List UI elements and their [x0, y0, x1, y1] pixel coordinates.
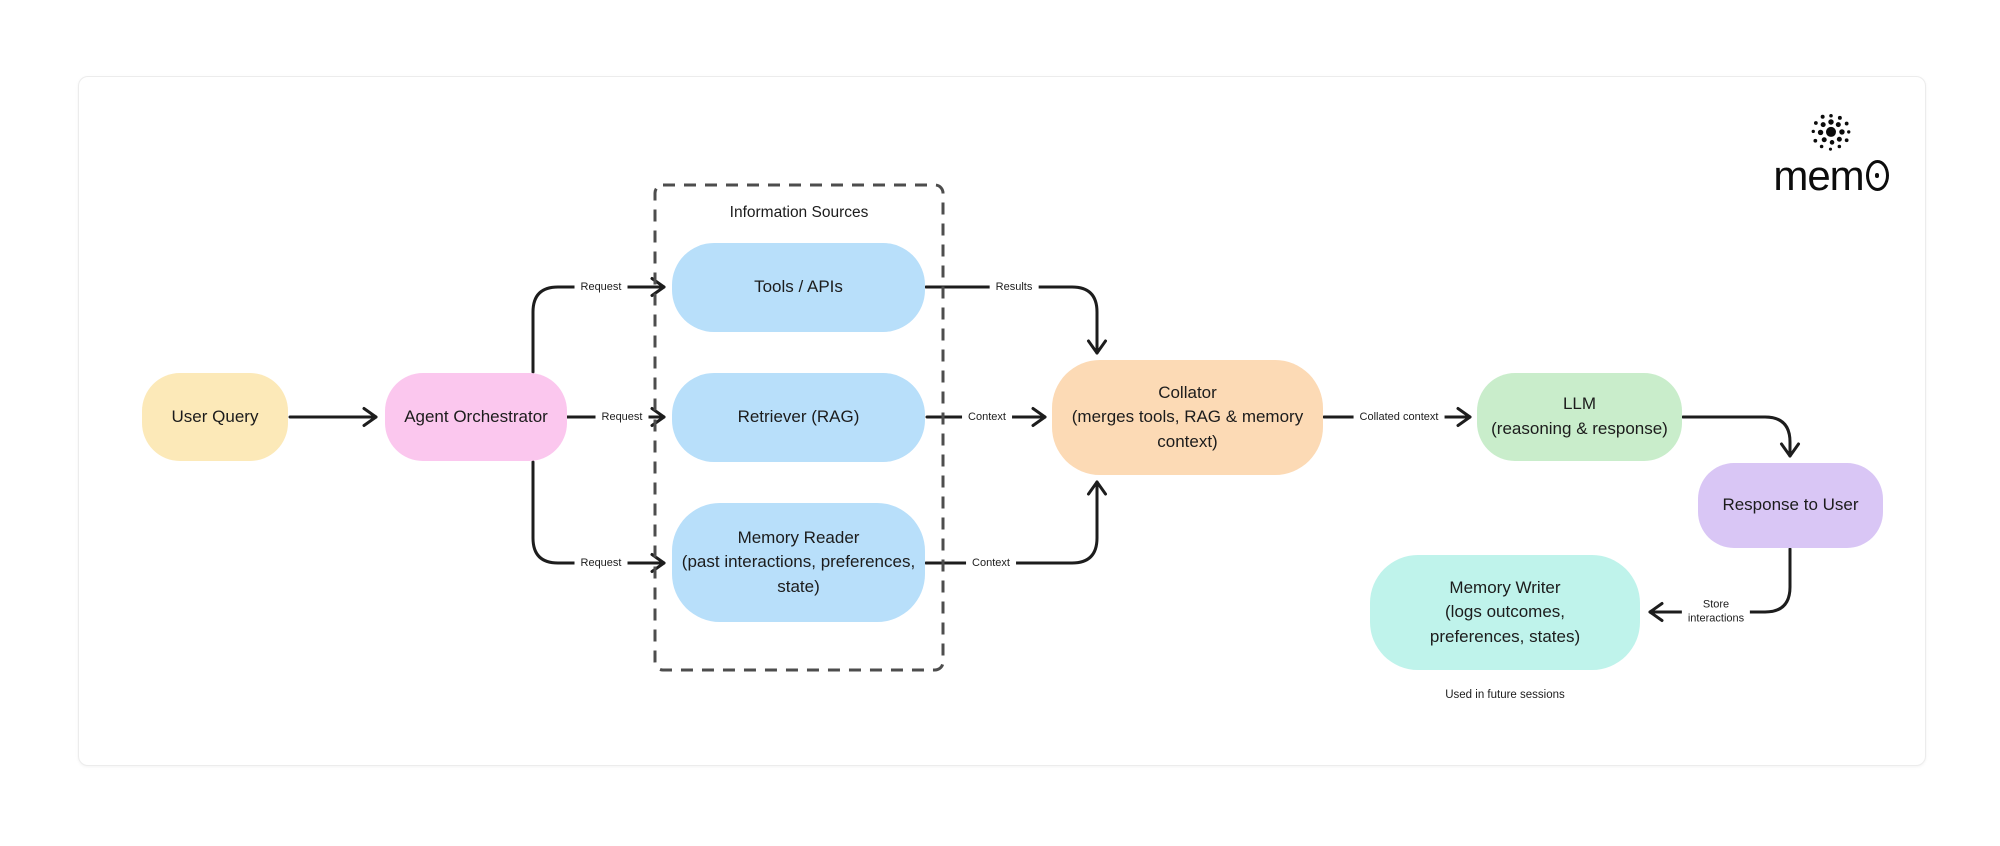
- node-memory-reader-line1: Memory Reader: [737, 527, 860, 547]
- node-retriever-label: Retriever (RAG): [737, 407, 860, 427]
- edge-label-results: Results: [989, 278, 1039, 296]
- note-used-in-future-sessions: Used in future sessions: [1445, 689, 1565, 701]
- node-collator: Collator (merges tools, RAG & memory con…: [1052, 360, 1323, 475]
- node-collator-line1: Collator: [1158, 382, 1217, 402]
- node-collator-line3: context): [1157, 431, 1218, 451]
- edge-label-store-interactions-line1: Store: [1702, 598, 1730, 611]
- node-llm: LLM (reasoning & response): [1477, 373, 1682, 461]
- edge-label-request-bottom: Request: [574, 554, 628, 572]
- information-sources-group-title: Information Sources: [729, 204, 869, 221]
- node-retriever-rag: Retriever (RAG): [672, 373, 925, 462]
- edge-label-context-bottom: Context: [966, 554, 1016, 572]
- node-response-to-user-label: Response to User: [1722, 495, 1859, 515]
- zero-center-dot: [1874, 173, 1880, 178]
- node-user-query-label: User Query: [171, 406, 259, 426]
- node-memory-writer-line1: Memory Writer: [1449, 577, 1561, 597]
- mem0-wordmark-zero-icon: [1865, 160, 1889, 192]
- edge-label-request-middle: Request: [595, 408, 649, 426]
- mem0-logo: mem: [1772, 110, 1890, 199]
- node-memory-writer-line2: (logs outcomes,: [1445, 602, 1565, 622]
- mem0-wordmark: mem: [1773, 152, 1889, 199]
- node-memory-reader-line2: (past interactions, preferences,: [681, 552, 916, 572]
- edge-label-collated-context: Collated context: [1353, 408, 1445, 426]
- node-llm-line1: LLM: [1562, 394, 1597, 414]
- node-memory-reader-line3: state): [777, 576, 820, 596]
- dot-cluster-icon: [1811, 113, 1851, 151]
- node-tools-apis-label: Tools / APIs: [754, 277, 843, 297]
- edge-label-context-middle: Context: [962, 408, 1012, 426]
- edge-label-request-top: Request: [574, 278, 628, 296]
- node-memory-writer-line3: preferences, states): [1429, 626, 1581, 646]
- edge-label-store-interactions-line2: interactions: [1687, 613, 1745, 625]
- node-user-query: User Query: [142, 373, 288, 461]
- node-agent-orchestrator: Agent Orchestrator: [385, 373, 567, 461]
- mem0-wordmark-text: mem: [1773, 152, 1864, 199]
- node-llm-line2: (reasoning & response): [1491, 419, 1668, 438]
- edge-label-store-interactions: Store interactions: [1681, 596, 1751, 628]
- node-memory-reader: Memory Reader (past interactions, prefer…: [672, 503, 925, 622]
- node-response-to-user: Response to User: [1698, 463, 1883, 548]
- node-collator-line2: (merges tools, RAG & memory: [1071, 407, 1304, 427]
- node-agent-orchestrator-label: Agent Orchestrator: [404, 406, 548, 426]
- node-memory-writer: Memory Writer (logs outcomes, preference…: [1370, 555, 1640, 670]
- node-tools-apis: Tools / APIs: [672, 243, 925, 332]
